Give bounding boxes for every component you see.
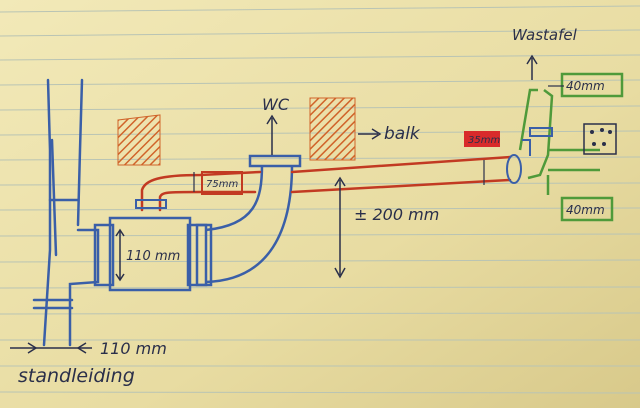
balk-arrow	[358, 128, 382, 140]
beam-hatch-left	[117, 114, 161, 166]
label-110-box: 110 mm	[126, 249, 180, 264]
outlet-box	[583, 123, 617, 155]
drain-pipe-red	[140, 155, 512, 212]
label-40-top: 40mm	[566, 79, 605, 93]
label-40-bottom: 40mm	[566, 203, 605, 217]
wc-elbow	[195, 154, 302, 287]
label-75: 75mm	[206, 179, 238, 190]
label-35-fill	[464, 131, 500, 147]
beam-hatch-right	[309, 97, 356, 161]
dimension-arrow-standleiding	[10, 342, 92, 354]
label-standleiding: standleiding	[18, 365, 135, 387]
label-40-bottom-box	[560, 196, 614, 222]
label-35: 35mm	[468, 135, 500, 146]
label-200: ± 200 mm	[354, 205, 439, 224]
label-75-box	[193, 171, 243, 195]
label-wastafel: Wastafel	[512, 26, 578, 44]
label-balk: balk	[384, 124, 421, 144]
wc-arrow	[266, 114, 278, 155]
sink-coupling	[522, 127, 553, 156]
label-wc: WC	[262, 95, 290, 114]
label-standleiding-size: 110 mm	[100, 339, 167, 358]
wastafel-arrow	[526, 54, 538, 80]
dimension-arrow-110	[115, 228, 125, 282]
coupling-left	[135, 199, 167, 209]
standpipe-blue	[32, 78, 100, 347]
sink-pipe-green	[518, 88, 600, 195]
dimension-arrow-200	[334, 176, 346, 279]
pipe-end-right	[506, 154, 522, 184]
label-40-top-box	[560, 72, 624, 98]
